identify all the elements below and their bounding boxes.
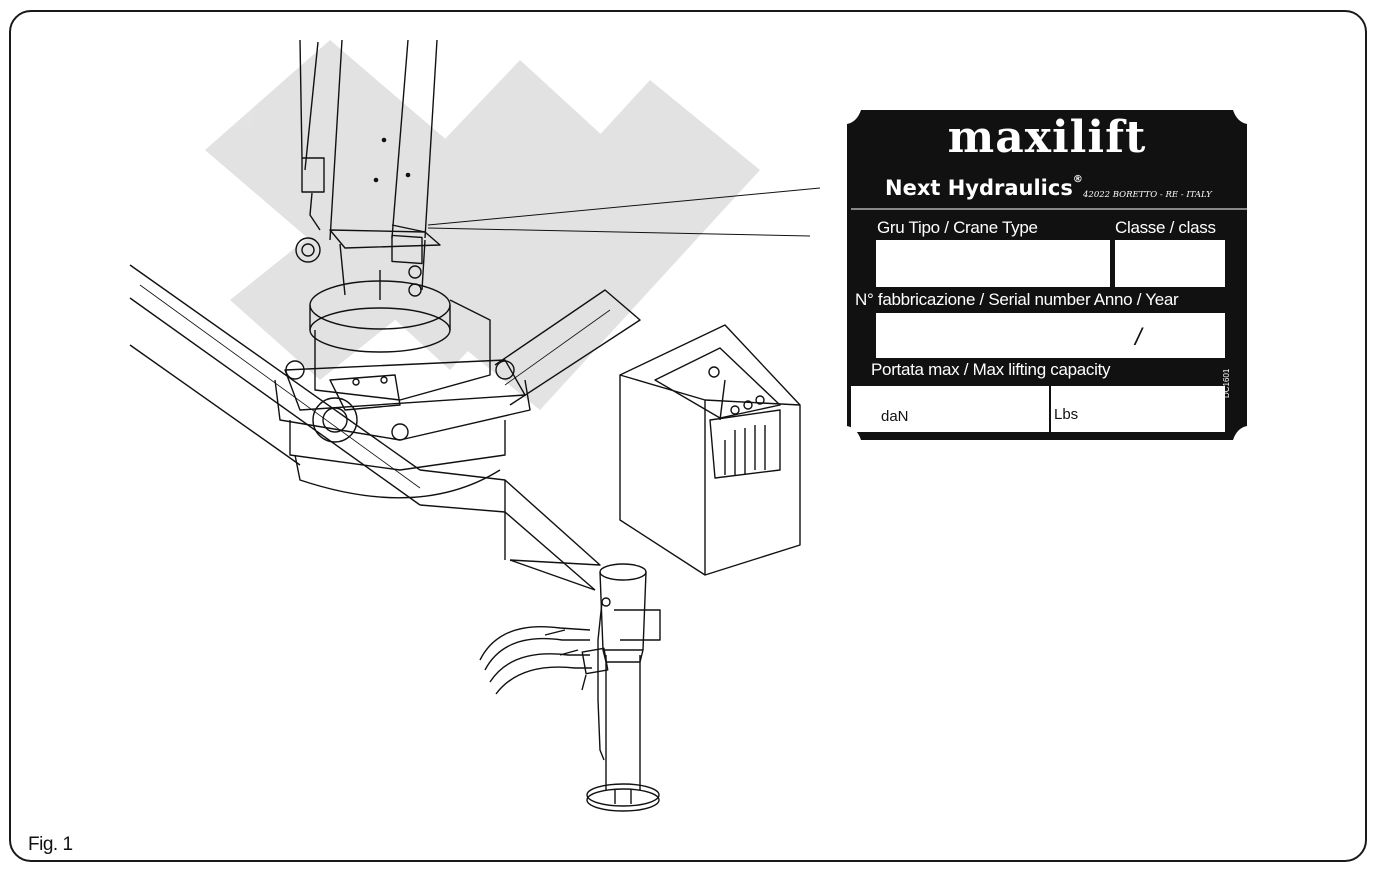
brand-logo: maxilift	[947, 112, 1147, 163]
slewing-ring	[309, 280, 491, 401]
outrigger-beam	[419, 469, 601, 591]
unit-dan: daN	[881, 408, 909, 425]
drawing-code: DC1601	[1222, 368, 1231, 398]
company-name: Next Hydraulics®	[885, 174, 1083, 200]
unit-lbs: Lbs	[1054, 406, 1079, 423]
company-name-text: Next Hydraulics	[885, 176, 1073, 200]
year-separator: /	[1135, 324, 1142, 351]
company-address: 42022 BORETTO - RE - ITALY	[1083, 190, 1212, 200]
watermark	[205, 40, 760, 410]
figure-label: Fig. 1	[28, 834, 73, 855]
capacity-label: Portata max / Max lifting capacity	[871, 360, 1111, 379]
hydraulic-hoses	[479, 626, 609, 695]
stabilizer-jack	[586, 563, 661, 812]
class-label: Classe / class	[1115, 218, 1216, 237]
serial-year-label: N° fabbricazione / Serial number Anno / …	[855, 290, 1179, 309]
nameplate: maxilift Next Hydraulics® 42022 BORETTO …	[847, 110, 1247, 440]
figure-frame	[9, 10, 1367, 862]
nameplate-shape	[847, 110, 1247, 440]
crane-type-label: Gru Tipo / Crane Type	[877, 218, 1038, 237]
limit-switch	[299, 39, 325, 231]
gearbox	[274, 359, 531, 499]
leader-lines	[427, 187, 821, 237]
column	[295, 39, 441, 300]
control-box	[619, 324, 801, 576]
registered-mark: ®	[1072, 174, 1083, 185]
